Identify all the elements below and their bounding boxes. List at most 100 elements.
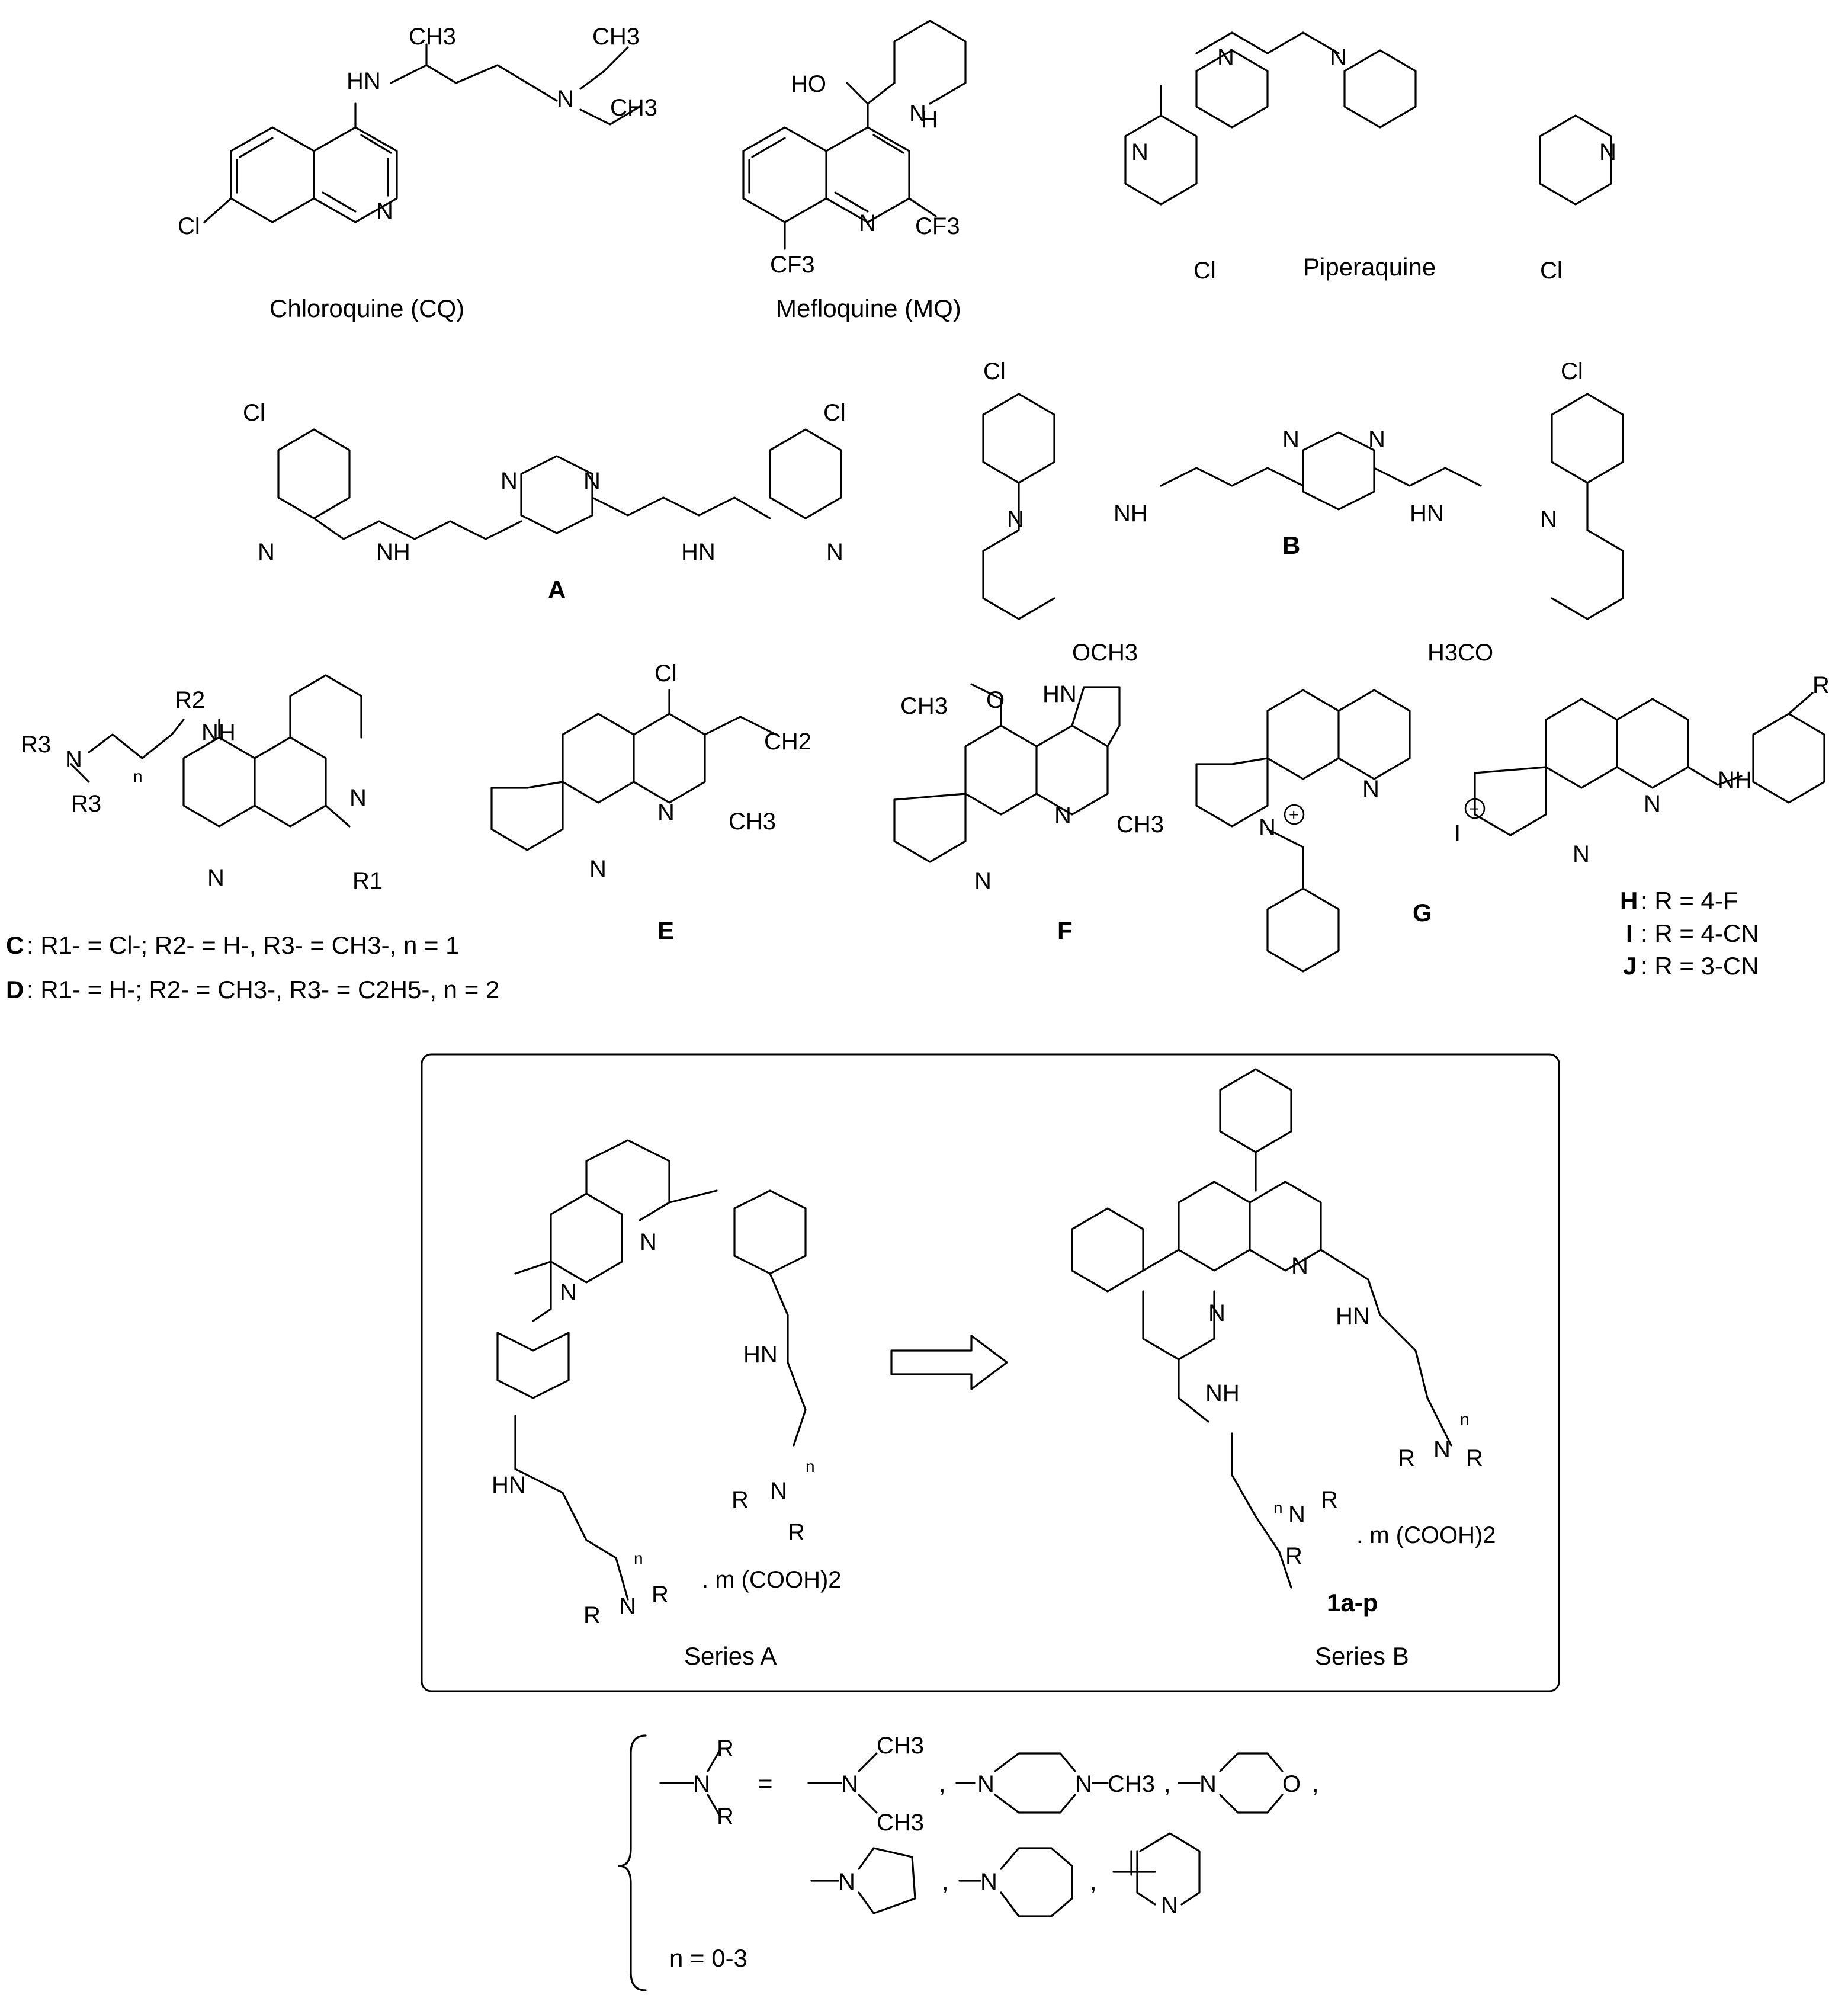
atom-label: R xyxy=(652,1582,669,1608)
atom-label: n xyxy=(1460,1410,1470,1428)
chloroquine-structure: Cl N HN CH3 N CH3 CH3 Chloroquine (CQ) xyxy=(178,24,657,322)
separator: , xyxy=(942,1867,949,1895)
atom-label: N xyxy=(1282,426,1300,453)
separator: , xyxy=(1312,1769,1319,1797)
atom-label: R xyxy=(1398,1445,1415,1471)
design-strategy-box: N N HN HN R N R R N R n n . m (COOH)2 Se… xyxy=(421,1053,1560,1692)
atom-label: N xyxy=(980,1869,997,1895)
atom-label: N xyxy=(583,468,601,494)
compound-f-structure: CH3 O HN N CH3 N F xyxy=(893,681,1164,944)
atom-label: R2 xyxy=(175,687,205,713)
atom-label: n xyxy=(634,1549,643,1567)
transformation-arrow xyxy=(890,1335,1008,1390)
atom-label: CH3 xyxy=(1108,1771,1155,1797)
atom-label: Cl xyxy=(654,660,677,687)
atom-label: R3 xyxy=(71,791,101,817)
separator: , xyxy=(1164,1769,1171,1797)
atom-label: CH3 xyxy=(1116,812,1164,838)
compound-e-structure: Cl CH2 N CH3 N E xyxy=(490,660,811,944)
series-b-label: Series B xyxy=(1315,1642,1409,1670)
atom-label: N xyxy=(1291,1253,1308,1279)
atom-label: CH3 xyxy=(900,693,948,719)
atom-label: N xyxy=(1217,44,1234,70)
atom-label: N xyxy=(909,101,926,127)
atom-label: CF3 xyxy=(915,213,960,239)
atom-label: R1 xyxy=(352,868,383,894)
compound-label-d: D xyxy=(6,976,24,1003)
compound-j-definition: : R = 3-CN xyxy=(1641,952,1759,980)
charge-minus: − xyxy=(1469,800,1478,818)
atom-label: HN xyxy=(681,539,716,565)
compound-d-definition: : R1- = H-; R2- = CH3-, R3- = C2H5-, n =… xyxy=(27,976,499,1003)
atom-label: N xyxy=(974,868,992,894)
atom-label: N xyxy=(1368,426,1385,453)
atom-label: N xyxy=(841,1771,858,1797)
atom-label: n xyxy=(1273,1499,1283,1517)
atom-label: CH2 xyxy=(764,729,811,755)
atom-label: R xyxy=(1285,1543,1302,1569)
atom-label: CH3 xyxy=(877,1810,924,1836)
compound-g-structure: N N + I − G xyxy=(1195,689,1486,973)
atom-label: N xyxy=(657,800,675,826)
atom-label: N xyxy=(1573,841,1590,867)
n-range-label: n = 0-3 xyxy=(669,1944,747,1972)
piperaquine-structure: N N N N Cl Cl Piperaquine xyxy=(1124,31,1616,284)
atom-label: N xyxy=(1362,776,1379,802)
separator: , xyxy=(1090,1867,1097,1895)
compound-label-g: G xyxy=(1413,899,1432,926)
compound-label-a: A xyxy=(548,576,566,604)
compound-label-j: J xyxy=(1623,952,1637,980)
atom-label: N xyxy=(258,539,275,565)
atom-label: NH xyxy=(1718,767,1752,793)
substituent-legend: N R R = N CH3 CH3 , N N CH3 , N O , N , … xyxy=(618,1733,1319,1991)
compound-a-structure: Cl Cl N N NH HN N N A xyxy=(243,400,846,604)
compound-cd-structure: R3 N R3 R2 NH N N R1 n C : R1- = Cl-; R2… xyxy=(6,674,499,1003)
charge-plus: + xyxy=(1289,806,1298,824)
compound-label-h: H xyxy=(1620,887,1638,915)
atom-label: Cl xyxy=(1194,258,1216,284)
atom-label: R3 xyxy=(21,732,51,758)
atom-label: CH3 xyxy=(877,1733,924,1759)
atom-label: Cl xyxy=(178,213,200,239)
atom-label: CH3 xyxy=(729,809,776,835)
atom-label: N xyxy=(859,210,876,236)
compound-c-definition: : R1- = Cl-; R2- = H-, R3- = CH3-, n = 1 xyxy=(27,931,460,959)
salt-label-b: . m (COOH)2 xyxy=(1356,1522,1496,1548)
compound-label-f: F xyxy=(1057,916,1073,944)
atom-label: O xyxy=(986,687,1005,713)
atom-label: N xyxy=(376,198,393,225)
atom-label: N xyxy=(1208,1300,1225,1326)
atom-label: NH xyxy=(201,720,236,746)
atom-label: N xyxy=(1075,1771,1092,1797)
atom-label: N xyxy=(500,468,518,494)
atom-label: Cl xyxy=(983,358,1006,384)
atom-label: N xyxy=(977,1771,994,1797)
atom-label: N xyxy=(1161,1893,1178,1919)
atom-label: HN xyxy=(1410,501,1444,527)
atom-label: N xyxy=(770,1478,787,1504)
atom-label: H3CO xyxy=(1427,640,1493,666)
atom-label: N xyxy=(1540,506,1557,533)
atom-label: HN xyxy=(1042,681,1077,707)
atom-label: N xyxy=(1054,803,1071,829)
atom-label: N xyxy=(589,856,607,882)
atom-label: HN xyxy=(346,68,381,94)
compound-b-structure: Cl Cl N N NH HN N N OCH3 H3CO B xyxy=(982,358,1624,666)
atom-label: R xyxy=(1321,1487,1338,1513)
mefloquine-structure: HO N H N CF3 CF3 Mefloquine (MQ) xyxy=(742,20,967,322)
salt-label-a: . m (COOH)2 xyxy=(702,1567,842,1593)
atom-label: Cl xyxy=(243,400,265,426)
atom-label: R xyxy=(732,1487,749,1513)
atom-label: N xyxy=(1259,814,1276,841)
separator: , xyxy=(939,1769,946,1797)
atom-label: CH3 xyxy=(409,24,456,50)
compound-hij-structure: R N NH N H : R = 4-F I : R = 4-CN J : R … xyxy=(1474,672,1830,980)
atom-label: NH xyxy=(1205,1380,1240,1406)
atom-label: N xyxy=(838,1869,855,1895)
atom-label: N xyxy=(1131,139,1148,165)
atom-label: N xyxy=(207,865,224,891)
atom-label: CH3 xyxy=(592,24,640,50)
atom-label: N xyxy=(557,86,574,112)
series-a-label: Series A xyxy=(684,1642,777,1670)
